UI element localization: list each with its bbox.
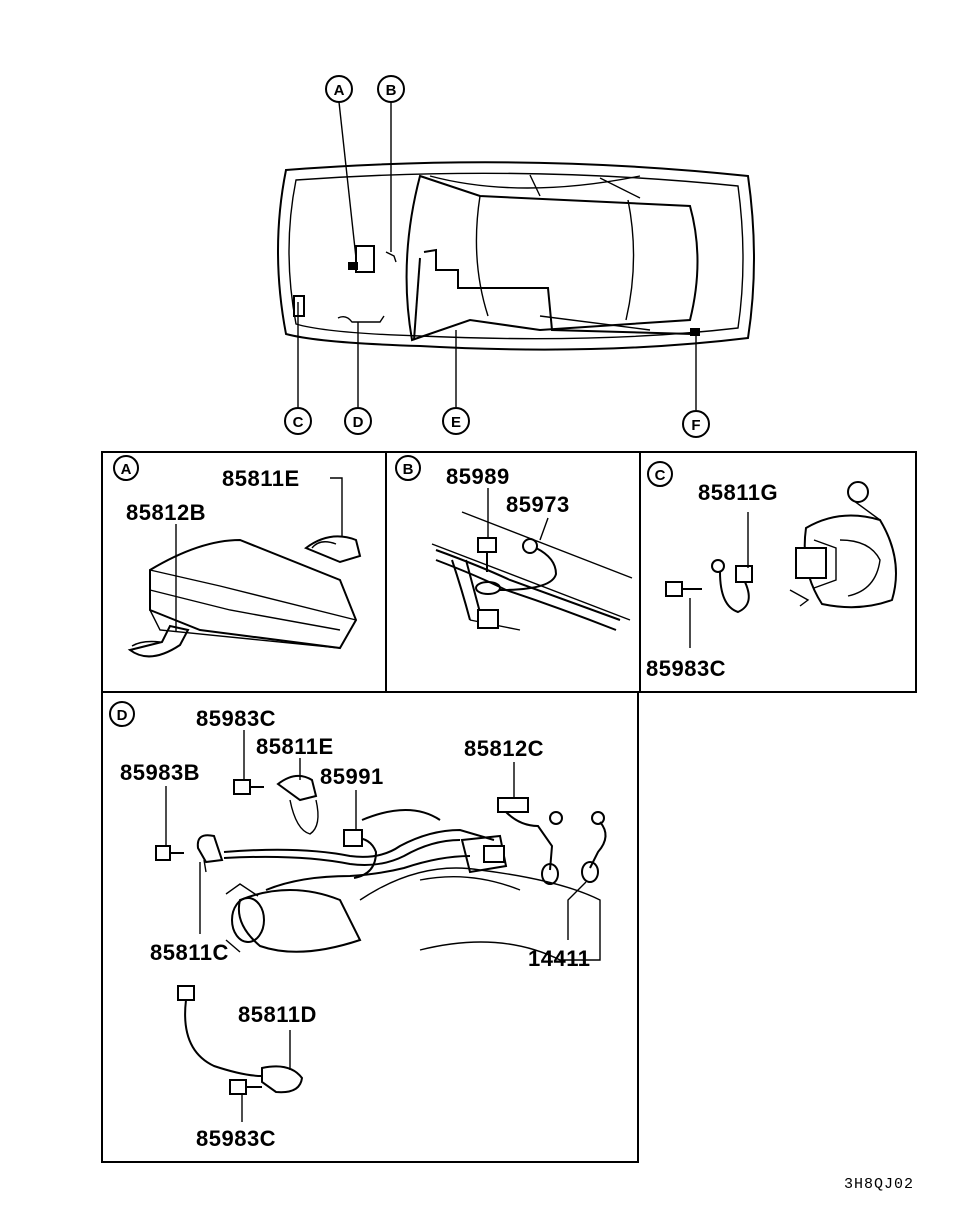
- callout-D: D: [344, 407, 372, 435]
- svg-text:B: B: [386, 82, 397, 99]
- callout-B: B: [377, 75, 405, 103]
- callout-F: F: [682, 410, 710, 438]
- svg-text:85811E: 85811E: [222, 466, 300, 491]
- svg-text:85991: 85991: [320, 764, 384, 789]
- callout-C: C: [284, 407, 312, 435]
- svg-text:D: D: [117, 707, 128, 724]
- svg-text:85989: 85989: [446, 464, 510, 489]
- svg-text:85811E: 85811E: [256, 734, 334, 759]
- panel-d: D: [109, 701, 607, 1151]
- svg-text:85983C: 85983C: [646, 656, 726, 681]
- svg-text:85811D: 85811D: [238, 1002, 317, 1027]
- svg-text:A: A: [121, 461, 132, 478]
- svg-text:D: D: [353, 414, 364, 431]
- callout-A: A: [325, 75, 353, 103]
- callout-E: E: [442, 407, 470, 435]
- svg-text:85811G: 85811G: [698, 480, 778, 505]
- svg-text:85811C: 85811C: [150, 940, 229, 965]
- svg-text:85983C: 85983C: [196, 1126, 276, 1151]
- svg-text:B: B: [403, 461, 414, 478]
- svg-text:F: F: [691, 417, 700, 434]
- svg-text:85983B: 85983B: [120, 760, 200, 785]
- panel-c: C 85811G 85983C: [646, 461, 897, 681]
- car-overview: [277, 101, 755, 410]
- svg-text:85973: 85973: [506, 492, 570, 517]
- svg-text:E: E: [451, 414, 461, 431]
- panel-b: B 85989 85973: [395, 455, 633, 631]
- svg-text:85812C: 85812C: [464, 736, 544, 761]
- svg-text:C: C: [293, 414, 304, 431]
- svg-text:A: A: [334, 82, 345, 99]
- svg-text:85983C: 85983C: [196, 706, 276, 731]
- panel-a: A 85811E 85812B: [113, 455, 362, 658]
- svg-text:C: C: [655, 467, 666, 484]
- figure-code: 3H8QJ02: [844, 1176, 914, 1193]
- svg-text:85812B: 85812B: [126, 500, 206, 525]
- panel-frames: [101, 451, 917, 1163]
- svg-text:14411: 14411: [528, 946, 590, 971]
